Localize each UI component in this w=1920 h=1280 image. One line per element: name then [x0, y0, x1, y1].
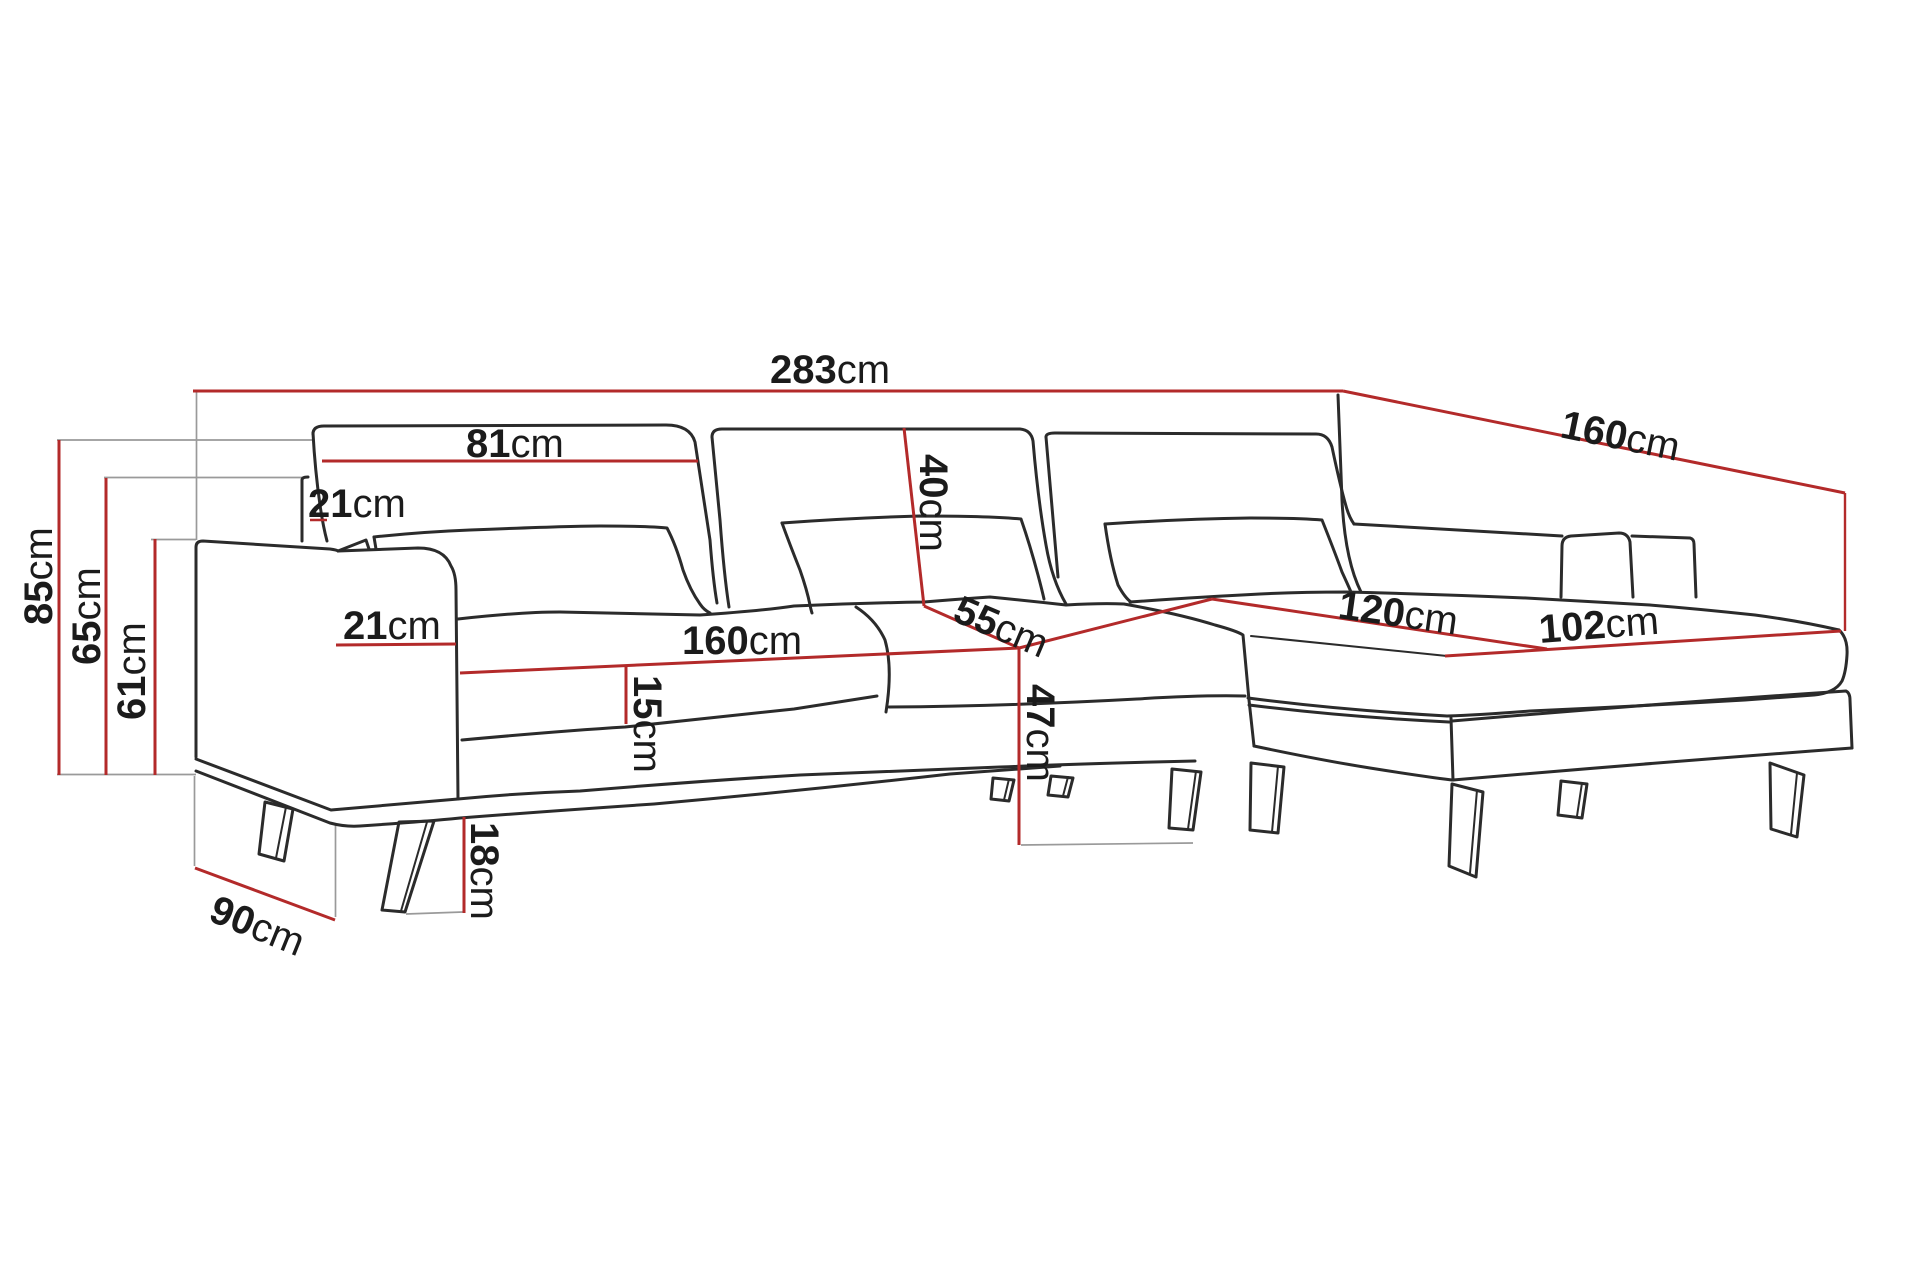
svg-text:21cm: 21cm [308, 482, 406, 526]
svg-text:40cm: 40cm [911, 454, 955, 552]
svg-text:15cm: 15cm [625, 675, 669, 773]
svg-text:283cm: 283cm [770, 348, 890, 392]
svg-text:85cm: 85cm [17, 527, 61, 625]
svg-text:81cm: 81cm [466, 422, 564, 466]
svg-text:21cm: 21cm [343, 604, 441, 648]
svg-text:160cm: 160cm [682, 619, 802, 663]
svg-text:61cm: 61cm [110, 622, 154, 720]
svg-text:18cm: 18cm [462, 822, 506, 920]
svg-text:65cm: 65cm [65, 567, 109, 665]
svg-text:47cm: 47cm [1018, 684, 1062, 782]
svg-text:102cm: 102cm [1537, 599, 1660, 652]
